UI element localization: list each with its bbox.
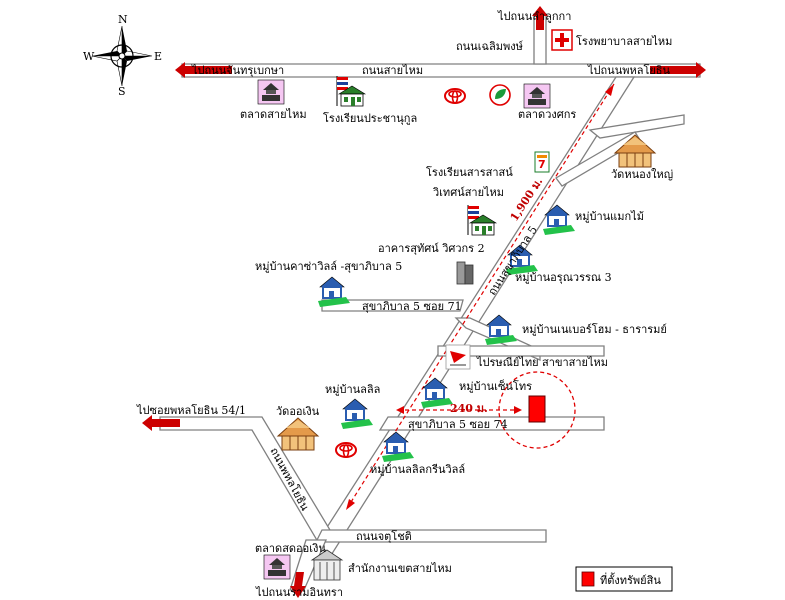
bank-icon bbox=[489, 84, 511, 106]
label-to-phahonyothin-54: ไปซอยพหลโยธิน 54/1 bbox=[136, 403, 246, 417]
legend-label: ที่ตั้งทรัพย์สิน bbox=[600, 572, 661, 587]
compass-w: W bbox=[83, 50, 95, 63]
svg-text:7: 7 bbox=[538, 158, 546, 171]
temple-ongoen-icon bbox=[277, 417, 319, 451]
label-road-chatuchot: ถนนจตุโชติ bbox=[356, 529, 412, 543]
label-to-chan-nakhon: ไปถนนจันทรุเบกษา bbox=[191, 64, 284, 77]
arrow-down-ram-inthra bbox=[290, 572, 306, 598]
label-market-saimai: ตลาดสายไหม bbox=[240, 108, 307, 121]
arrow-right-phahon bbox=[650, 62, 706, 78]
road-chatuchot bbox=[314, 529, 547, 543]
label-village-maemai: หมู่บ้านแมกไม้ bbox=[575, 210, 644, 223]
post-office-icon bbox=[445, 344, 471, 370]
label-to-ram-inthra: ไปถนนรามอินทรา bbox=[255, 586, 343, 599]
village-lalin-icon bbox=[340, 398, 374, 430]
toyota-2-icon bbox=[335, 442, 357, 458]
label-wat-nongyai: วัดหนองใหญ่ bbox=[611, 168, 673, 181]
label-school-pracha: โรงเรียนประชานุกูล bbox=[323, 111, 417, 125]
label-wat-ongoen: วัดออเงิน bbox=[276, 405, 320, 418]
road-post bbox=[437, 345, 605, 357]
label-road-sai-mai: ถนนสายไหม bbox=[362, 64, 423, 77]
compass-e: E bbox=[154, 50, 162, 63]
property-marker bbox=[528, 395, 546, 423]
label-village-casa: หมู่บ้านคาซ่าวิลล์ -สุขาภิบาล 5 bbox=[255, 260, 402, 273]
market-icon bbox=[257, 79, 285, 105]
property-radius bbox=[498, 371, 576, 449]
label-village-senchoke: หมู่บ้านเซ็นโทร bbox=[459, 379, 532, 393]
arrow-left-phahon-54 bbox=[142, 415, 180, 431]
road-soi-71 bbox=[321, 299, 464, 312]
label-market-sot: ตลาดสดออเงิน bbox=[255, 542, 326, 555]
building-icon bbox=[456, 261, 474, 285]
label-distance-soi: 240 ม. bbox=[450, 402, 488, 415]
label-road-soi-71: สุขาภิบาล 5 ซอย 71 bbox=[362, 300, 462, 313]
label-hospital: โรงพยาบาลสายไหม bbox=[576, 34, 672, 48]
label-to-phahon: ไปถนนพหลโยธิน bbox=[587, 63, 671, 77]
label-district-office: สำนักงานเขตสายไหม bbox=[348, 562, 452, 575]
market-sot-icon bbox=[263, 554, 291, 580]
label-village-lalin: หมู่บ้านลลิล bbox=[325, 383, 380, 396]
arrow-up-lam-luk-ka bbox=[532, 6, 548, 30]
label-village-lalin-green: หมู่บ้านลลิลกรีนวิลล์ bbox=[370, 463, 465, 476]
label-building-suthat: อาคารสุทัศน์ วิศวกร 2 bbox=[378, 242, 485, 255]
district-office-icon bbox=[310, 549, 344, 581]
label-village-arun: หมู่บ้านอรุณวรรณ 3 bbox=[515, 271, 612, 284]
label-post-office: ไปรษณีย์ไทย สาขาสายไหม bbox=[476, 356, 608, 369]
label-road-soi-74: สุขาภิบาล 5 ซอย 74 bbox=[408, 418, 508, 431]
label-school-sarasas-1: โรงเรียนสารสาสน์ bbox=[426, 165, 513, 179]
toyota-icon bbox=[444, 88, 466, 104]
label-road-chalermphong: ถนนเฉลิมพงษ์ bbox=[456, 40, 523, 53]
compass-s: S bbox=[118, 85, 126, 98]
legend-swatch bbox=[581, 571, 595, 587]
seven-eleven-icon: 7 bbox=[534, 151, 550, 173]
compass-n: N bbox=[118, 13, 128, 26]
arrow-left-chan-nakhon bbox=[175, 62, 232, 78]
label-market-duangsakon: ตลาดวงศกร bbox=[518, 108, 576, 121]
village-nebeor-icon bbox=[484, 314, 518, 346]
school-sarasas-icon bbox=[467, 204, 497, 236]
village-casa-icon bbox=[317, 276, 351, 308]
distance-route bbox=[345, 83, 615, 511]
compass-rose-icon bbox=[91, 25, 153, 87]
label-road-pahon: ถนนพหลโยธิน bbox=[267, 445, 312, 513]
label-school-sarasas-2: วิเทศน์สายไหม bbox=[432, 186, 504, 199]
market-duangsakon-icon bbox=[523, 83, 551, 109]
road-wat-nongyai bbox=[588, 114, 685, 139]
school-icon bbox=[336, 75, 366, 107]
direction-arrows bbox=[142, 6, 706, 598]
label-village-nebeor: หมู่บ้านเนเบอร์โฮม - ธารารมย์ bbox=[522, 322, 667, 336]
label-to-lam-luk-ka: ไปถนนลำลูกกา bbox=[497, 10, 571, 23]
hospital-icon bbox=[551, 29, 573, 51]
legend: ที่ตั้งทรัพย์สิน bbox=[575, 566, 673, 592]
